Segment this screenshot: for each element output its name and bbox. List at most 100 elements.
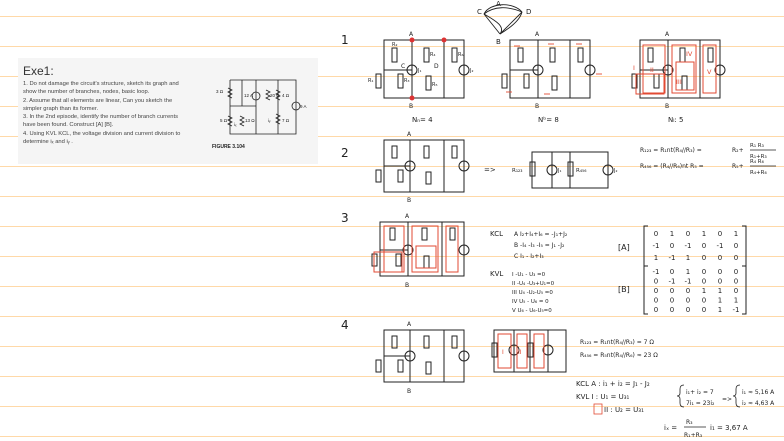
result-equation: R₁₂₃ = R₁nt(R₄//R₃) = 7 Ω xyxy=(580,339,654,346)
matrix-cell: 0 xyxy=(734,287,738,295)
equation: R₂+ xyxy=(732,147,744,154)
matrix-cell: 1 xyxy=(718,306,722,314)
r123-label: R₁₂₃ xyxy=(512,168,522,174)
loop-label: II xyxy=(518,349,522,356)
ix-result: i₁ = 3,67 A xyxy=(710,424,748,432)
matrix-cell: -1 xyxy=(685,278,692,286)
exercise-line: 3. In the 2nd episode, identify the numb… xyxy=(23,114,179,121)
kvl-equation: V U₆ - U₆-U₅=0 xyxy=(512,308,552,314)
matrix-cell: 0 xyxy=(670,287,674,295)
circuit-sketch xyxy=(631,39,726,99)
matrix-cell: 1 xyxy=(654,254,658,262)
matrix-cell: 1 xyxy=(686,268,690,276)
kvl-equation: I -U₁ - U₃ =0 xyxy=(512,272,546,278)
matrix-cell: 0 xyxy=(670,268,674,276)
matrix-cell: 1 xyxy=(734,297,738,305)
element-label: J₁ xyxy=(417,68,421,74)
figure-label: 5 Ω xyxy=(220,118,228,123)
matrix-cell: 1 xyxy=(734,230,738,238)
loop-label: V xyxy=(707,68,712,76)
figure-caption: FIGURE 3.104 xyxy=(212,144,245,150)
node-label: A xyxy=(405,213,410,220)
node-label: A xyxy=(409,31,414,38)
figure-label: 9 A xyxy=(300,104,307,109)
simplified-circuit xyxy=(529,151,614,189)
graph-node-label: D xyxy=(526,8,531,16)
matrix-cell: 0 xyxy=(686,230,690,238)
graph-node-label: C xyxy=(477,8,482,16)
loop-label: II xyxy=(650,66,654,74)
matrix-cell: -1 xyxy=(733,306,740,314)
exercise-line: 1. Do not damage the circuit's structure… xyxy=(23,81,179,87)
exercise-title: Exe1: xyxy=(23,64,54,78)
matrix-cell: 0 xyxy=(702,306,706,314)
kcl-equation: KCL A : i₁ + i₂ = J₁ - J₂ xyxy=(576,380,650,388)
figure-label: 3 Ω xyxy=(216,89,224,94)
matrix-cell: 1 xyxy=(718,287,722,295)
matrix-cell: 0 xyxy=(670,242,674,250)
figure-label: 7 Ω xyxy=(282,118,290,123)
circuit-sketch xyxy=(375,329,470,383)
exercise-line: 4. Using KVL KCL, the voltage division a… xyxy=(23,130,181,137)
element-label: R₄ xyxy=(430,52,435,58)
matrix-cell: 0 xyxy=(702,297,706,305)
node-label: C xyxy=(401,63,405,70)
matrix-cell: 0 xyxy=(718,230,722,238)
circuit-sketch xyxy=(375,39,470,99)
matrix-cell: 0 xyxy=(702,254,706,262)
matrix-cell: 0 xyxy=(702,242,706,250)
node-label: B xyxy=(407,197,411,204)
node-label: A xyxy=(535,31,540,38)
element-label: R₃ xyxy=(404,78,409,84)
kvl-label: KVL xyxy=(490,270,503,278)
matrix-a-label: [A] xyxy=(618,243,630,252)
fraction-den: R₄+R₆ xyxy=(750,170,767,176)
matrix-cell: -1 xyxy=(669,278,676,286)
element-label: R₅ xyxy=(432,82,437,88)
graph-node-label: A xyxy=(496,0,501,8)
fraction-den: R₁+R₃ xyxy=(750,154,767,160)
fraction-den: R₁+R₃ xyxy=(684,432,703,439)
exercise-line: determine iₓ and iᵧ . xyxy=(23,139,73,146)
equation: R₄₅₆ = (R₄//R₆)nt R₅ = xyxy=(640,163,704,170)
step-number: 2 xyxy=(341,146,349,160)
arrow: => xyxy=(484,166,496,174)
matrix-cell: 0 xyxy=(734,278,738,286)
node-label: B xyxy=(665,103,669,110)
node-label: A xyxy=(665,31,670,38)
figure-label: 12 A xyxy=(244,93,253,98)
node-label: B xyxy=(407,388,411,395)
matrix-cell: 0 xyxy=(654,306,658,314)
element-label: J₂ xyxy=(469,68,473,74)
matrix-cell: 1 xyxy=(686,254,690,262)
figure-label: 4 Ω xyxy=(282,93,290,98)
branch-count: Nᵇ= 8 xyxy=(538,116,559,124)
kvl-equation: II -U₄ -U₃+U₁=0 xyxy=(512,281,555,287)
loop-label: I xyxy=(502,349,504,356)
matrix-cell: 0 xyxy=(686,306,690,314)
loop-count: Nₗ: 5 xyxy=(668,116,683,124)
kcl-label: KCL xyxy=(490,230,503,238)
exercise-line: show the number of branches, nodes, basi… xyxy=(23,89,150,96)
matrix-cell: 0 xyxy=(718,268,722,276)
fraction-num: R₁ R₃ xyxy=(750,143,764,149)
system-equation: 7i₁ = 23i₂ xyxy=(686,400,715,407)
matrix-cell: 0 xyxy=(670,297,674,305)
matrix-cell: 0 xyxy=(702,278,706,286)
figure-label: iₓ xyxy=(234,122,237,127)
loop-label: IV xyxy=(686,50,693,58)
matrix-cell: 0 xyxy=(734,268,738,276)
matrix-cell: -1 xyxy=(685,242,692,250)
step-number: 4 xyxy=(341,318,349,332)
kvl-equation: III U₄ -U₂-U₅ =0 xyxy=(512,290,553,296)
loop-label: I xyxy=(633,64,635,72)
element-label: R₆ xyxy=(458,52,463,58)
node-label: D xyxy=(434,63,439,70)
exercise-line: have been found. Construct [A] [B]. xyxy=(23,122,114,129)
r456-label: R₄₅₆ xyxy=(576,168,587,174)
matrix-cell: 0 xyxy=(718,254,722,262)
result-value: i₂ ≈ 4,63 A xyxy=(742,400,775,407)
matrix-cell: 1 xyxy=(702,287,706,295)
matrix-cell: 1 xyxy=(718,297,722,305)
